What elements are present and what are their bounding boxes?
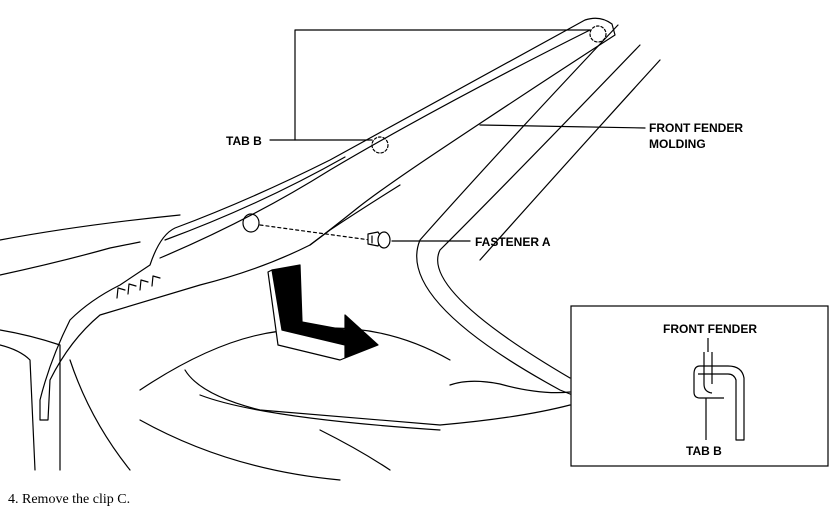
molding-inner-line-2 [164, 156, 346, 241]
main-illustration [0, 17, 661, 481]
inset-frame [570, 305, 829, 467]
wiper-arm-lower [199, 394, 441, 431]
step-instruction: 4. Remove the clip C. [8, 492, 131, 507]
molding-ridge [309, 184, 401, 246]
tab-b-hidden-circle-lower [371, 136, 389, 154]
inset-front-fender-label: FRONT FENDER [663, 322, 757, 336]
molding-hook-2 [127, 283, 137, 295]
windshield-inner [437, 44, 641, 379]
lower-body-contour [0, 329, 61, 471]
inset-detail: FRONT FENDER TAB B [570, 305, 829, 467]
fastener-hole [242, 213, 260, 233]
lower-sweep [139, 419, 341, 481]
fastener-a-label: FASTENER A [475, 235, 551, 249]
front-fender-molding-diagram: TAB B FRONT FENDER MOLDING FASTENER A FR… [0, 17, 829, 481]
inset-fender-panel [703, 352, 713, 394]
wheel-arch [69, 359, 131, 471]
front-fender-molding-label-line1: FRONT FENDER [649, 121, 743, 135]
molding-hook-4 [151, 275, 161, 287]
tab-b-label: TAB B [226, 134, 262, 148]
front-fender-molding-label-line2: MOLDING [649, 137, 706, 151]
wiper-arm [184, 369, 571, 426]
lower-sweep-2 [319, 429, 391, 471]
pillar-line [479, 59, 661, 261]
inset-tab-b-shape [693, 365, 745, 441]
lower-body-contour-2 [0, 344, 36, 471]
molding-hook-1 [116, 287, 126, 299]
tab-b-leader-line [269, 29, 591, 141]
hood-outline [0, 214, 181, 241]
molding-outline [39, 17, 616, 421]
hood-inner-outline [0, 241, 141, 276]
inset-tab-b-label: TAB B [686, 444, 722, 458]
windshield-outer [416, 24, 619, 411]
cowl-detail [449, 380, 571, 394]
fastener-dashed-leader [259, 224, 371, 241]
removal-direction-arrow-icon [267, 264, 379, 361]
tab-b-hidden-circle-upper [589, 25, 607, 43]
molding-leader-line [479, 124, 646, 129]
fastener-a-icon [367, 231, 391, 249]
molding-inner-line [159, 29, 591, 259]
molding-hook-3 [139, 279, 149, 291]
